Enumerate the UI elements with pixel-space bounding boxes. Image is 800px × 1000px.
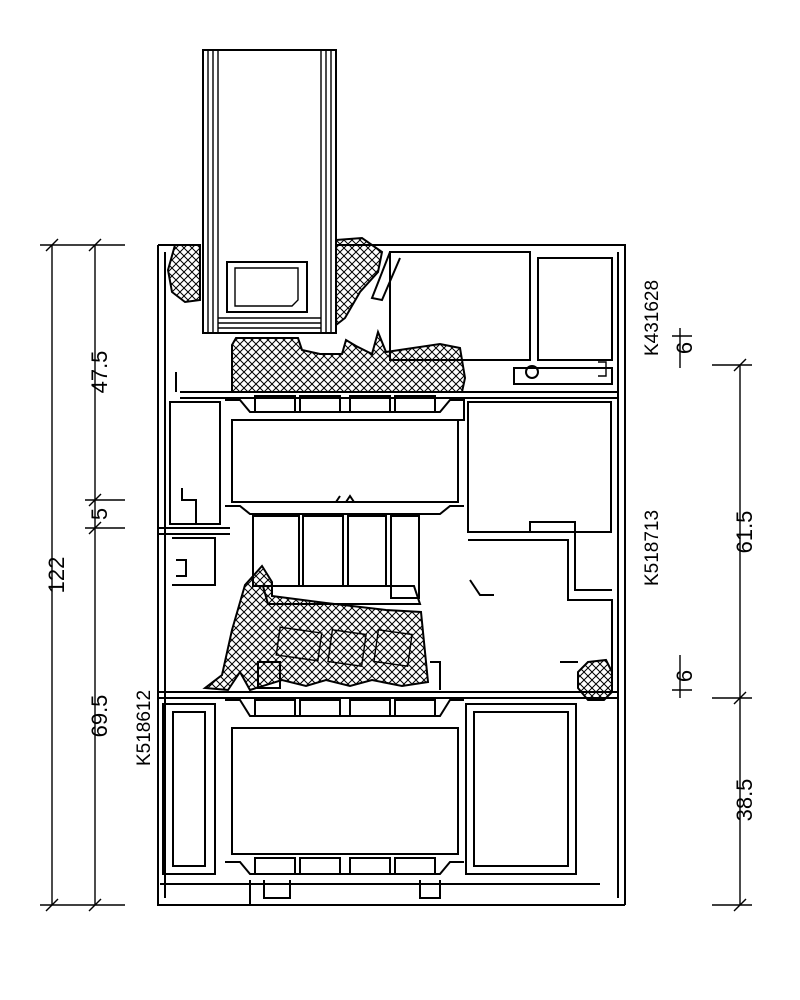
- corner-seal-gasket: [577, 658, 613, 701]
- dim-left-top: 47.5: [87, 351, 112, 394]
- dim-right-bottom: 38.5: [732, 779, 757, 822]
- upper-chamber: [169, 395, 612, 591]
- sash-seal-gasket: [231, 328, 467, 393]
- frame-profile: [157, 244, 626, 906]
- bottom-frame-profile: [160, 699, 600, 905]
- top-sash-profile: [175, 251, 613, 392]
- label-middle-profile: K518713: [642, 510, 663, 586]
- glazing-bead-gasket: [335, 236, 384, 328]
- dim-left-gap: 5: [87, 508, 112, 520]
- dim-left-bottom: 69.5: [87, 695, 112, 738]
- glass-pane: [202, 49, 337, 334]
- dim-left-total: 122: [44, 557, 69, 594]
- dim-right-lower: 6: [672, 670, 697, 682]
- glazing-gasket-left: [166, 244, 201, 304]
- thermal-break-insulation: [202, 564, 430, 692]
- transom-profile: [172, 515, 613, 690]
- dim-right-mid: 61.5: [732, 511, 757, 554]
- left-dimension-lines: [40, 238, 125, 912]
- label-top-profile: K431628: [642, 280, 663, 356]
- right-dimension-lines: [672, 328, 752, 912]
- label-bottom-profile: K518612: [134, 690, 155, 766]
- dim-right-upper: 6: [672, 342, 697, 354]
